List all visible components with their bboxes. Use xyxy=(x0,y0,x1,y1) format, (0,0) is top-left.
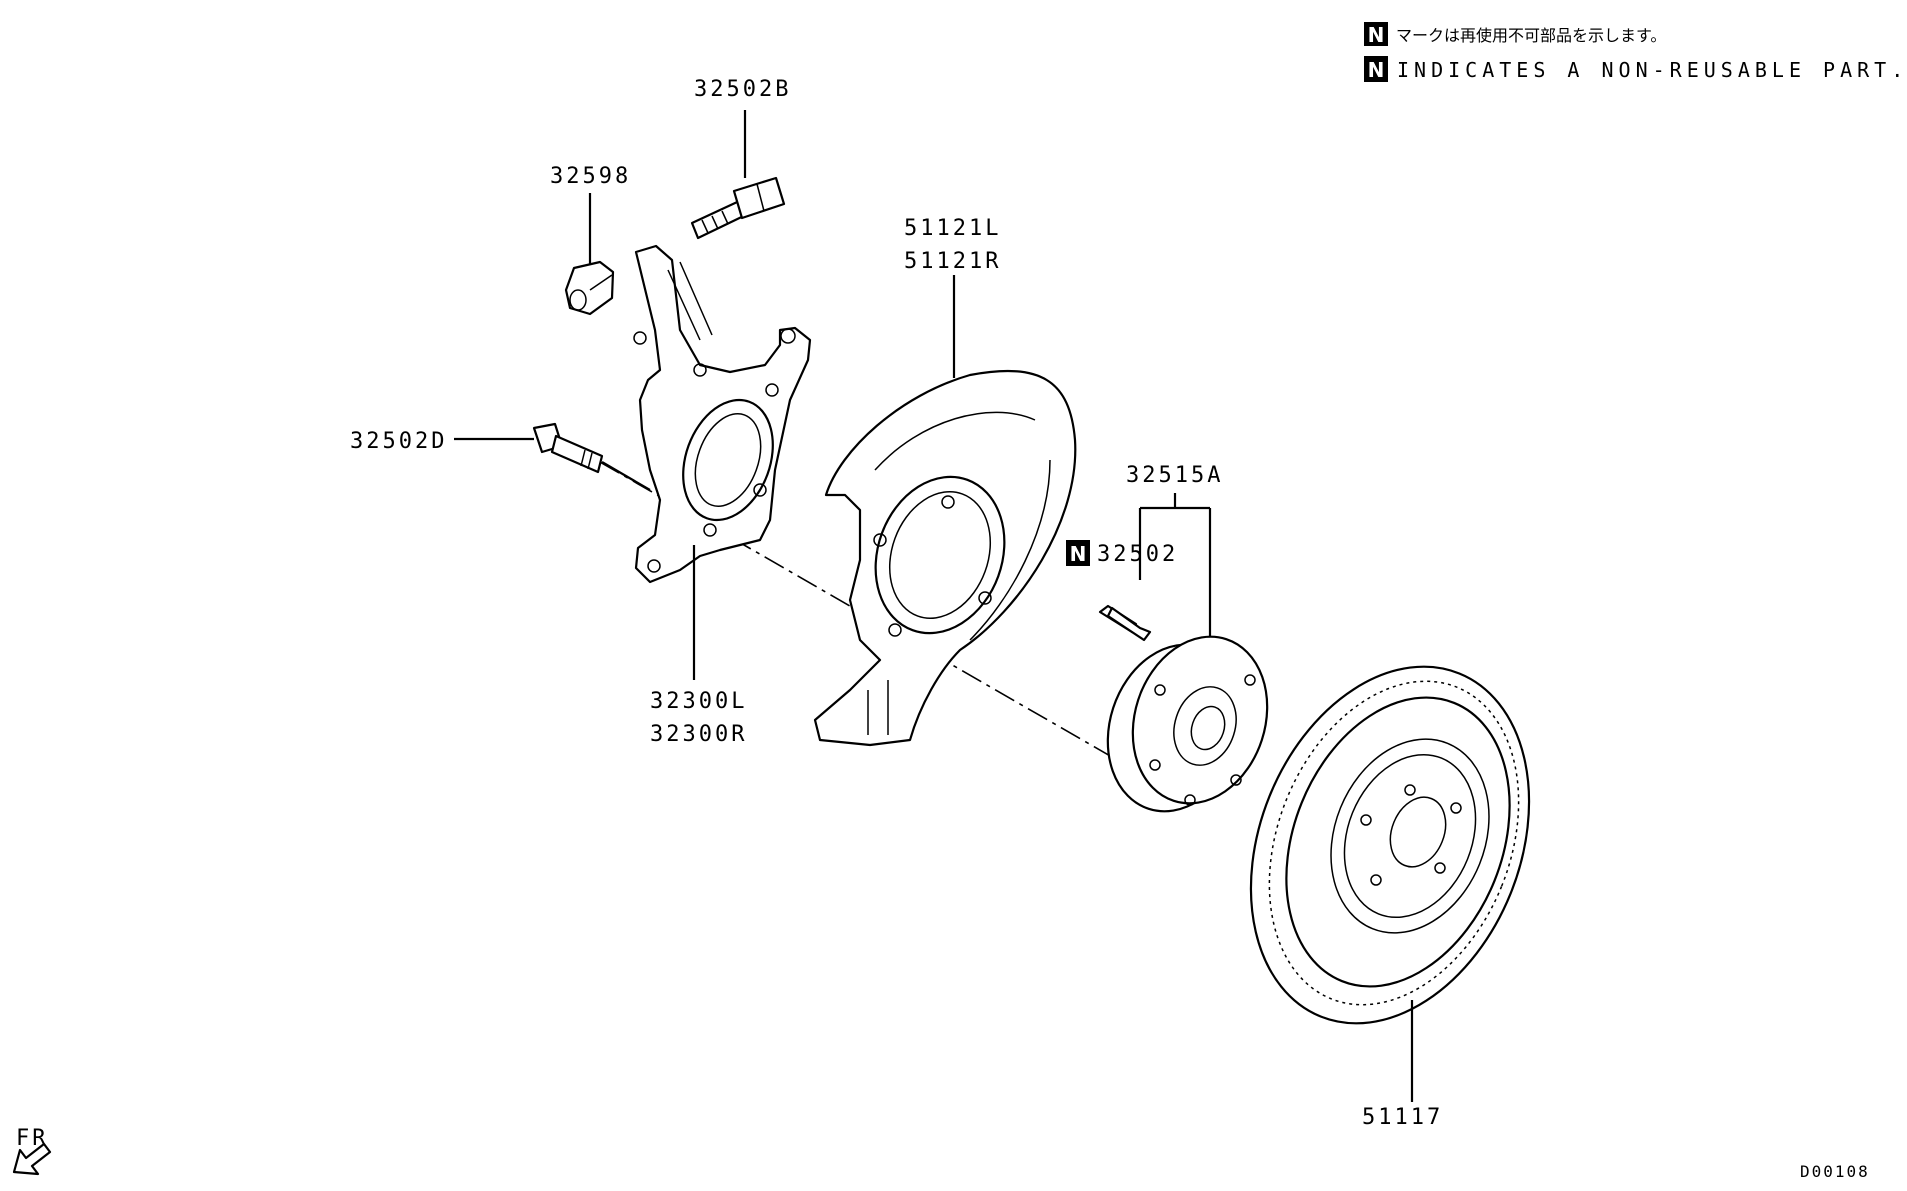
nut-32598-icon xyxy=(564,193,615,316)
bolt-32502D-icon xyxy=(454,422,651,491)
label-32300L: 32300L xyxy=(650,689,747,714)
note-text-jp: マークは再使用不可部品を示します。 xyxy=(1396,26,1666,45)
svg-text:N: N xyxy=(1368,58,1385,82)
steering-knuckle-icon xyxy=(633,244,812,680)
label-51121R: 51121R xyxy=(904,249,1001,274)
dust-shield-icon xyxy=(813,275,1077,747)
svg-text:N: N xyxy=(1368,23,1385,47)
label-51121L: 51121L xyxy=(904,216,1001,241)
diagram-id: D00108 xyxy=(1800,1162,1870,1181)
label-32502B: 32502B xyxy=(694,77,791,102)
label-51117: 51117 xyxy=(1362,1105,1443,1130)
n-badge-icon: N xyxy=(1364,56,1388,82)
non-reusable-note-jp: N マークは再使用不可部品を示します。 xyxy=(1364,22,1666,47)
svg-text:N: N xyxy=(1070,542,1087,566)
label-32515A: 32515A xyxy=(1126,463,1223,488)
n-badge-icon: N xyxy=(1364,22,1388,47)
label-32502D: 32502D xyxy=(350,429,447,454)
n-badge-icon: N xyxy=(1066,540,1090,566)
label-32300R: 32300R xyxy=(650,722,747,747)
bolt-32502B-icon xyxy=(690,110,786,240)
label-32598: 32598 xyxy=(550,164,631,189)
non-reusable-note-en: N INDICATES A NON-REUSABLE PART. xyxy=(1364,56,1907,82)
label-32502: 32502 xyxy=(1097,542,1178,567)
brake-rotor-icon xyxy=(1249,665,1531,1102)
hub-bearing-icon xyxy=(1098,493,1269,813)
front-direction-indicator: FR xyxy=(12,1126,52,1176)
note-text-en: INDICATES A NON-REUSABLE PART. xyxy=(1397,58,1907,82)
fr-arrow-icon xyxy=(12,1142,52,1176)
